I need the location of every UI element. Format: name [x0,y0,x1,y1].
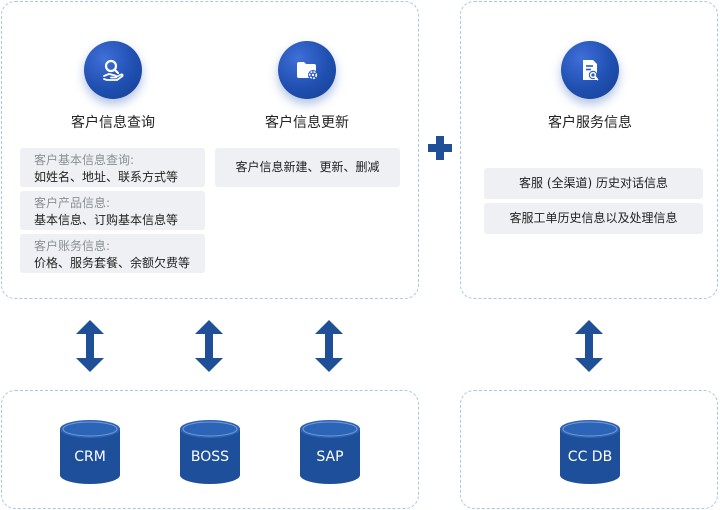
update-card: 客户信息新建、更新、删减 [215,148,400,187]
database-crm: CRM [60,420,120,484]
card-text: 客服 (全渠道) 历史对话信息 [519,176,668,190]
database-label: CRM [74,449,106,465]
double-arrow-icon [575,320,603,372]
card-subtitle: 客户产品信息: [34,196,111,210]
card-text: 客户信息新建、更新、删减 [235,160,380,174]
query-card-basic: 客户基本信息查询: 如姓名、地址、联系方式等 [20,148,205,187]
service-card-ticket: 客服工单历史信息以及处理信息 [484,203,703,234]
hand-search-icon [84,41,142,99]
database-icon [560,420,620,484]
database-sap: SAP [300,420,360,484]
card-subtitle: 客户账务信息: [34,239,111,253]
database-icon [180,420,240,484]
plus-icon [428,136,452,160]
folder-settings-icon [278,41,336,99]
service-title: 客户服务信息 [548,115,632,131]
double-arrow-icon [76,320,104,372]
card-text: 价格、服务套餐、余额欠费等 [34,256,191,270]
database-label: SAP [316,449,344,465]
card-text: 客服工单历史信息以及处理信息 [509,211,678,225]
database-icon [300,420,360,484]
database-ccdb: CC DB [560,420,620,484]
database-label: BOSS [190,449,230,465]
query-title: 客户信息查询 [71,115,155,131]
double-arrow-icon [195,320,223,372]
database-icon [60,420,120,484]
update-title: 客户信息更新 [265,115,349,131]
query-card-billing: 客户账务信息: 价格、服务套餐、余额欠费等 [20,234,205,273]
card-text: 基本信息、订购基本信息等 [34,213,179,227]
database-label: CC DB [567,449,613,465]
card-subtitle: 客户基本信息查询: [34,153,135,167]
query-card-product: 客户产品信息: 基本信息、订购基本信息等 [20,191,205,230]
double-arrow-icon [315,320,343,372]
service-card-dialog: 客服 (全渠道) 历史对话信息 [484,168,703,199]
database-boss: BOSS [180,420,240,484]
card-text: 如姓名、地址、联系方式等 [34,170,179,184]
document-search-icon [561,41,619,99]
